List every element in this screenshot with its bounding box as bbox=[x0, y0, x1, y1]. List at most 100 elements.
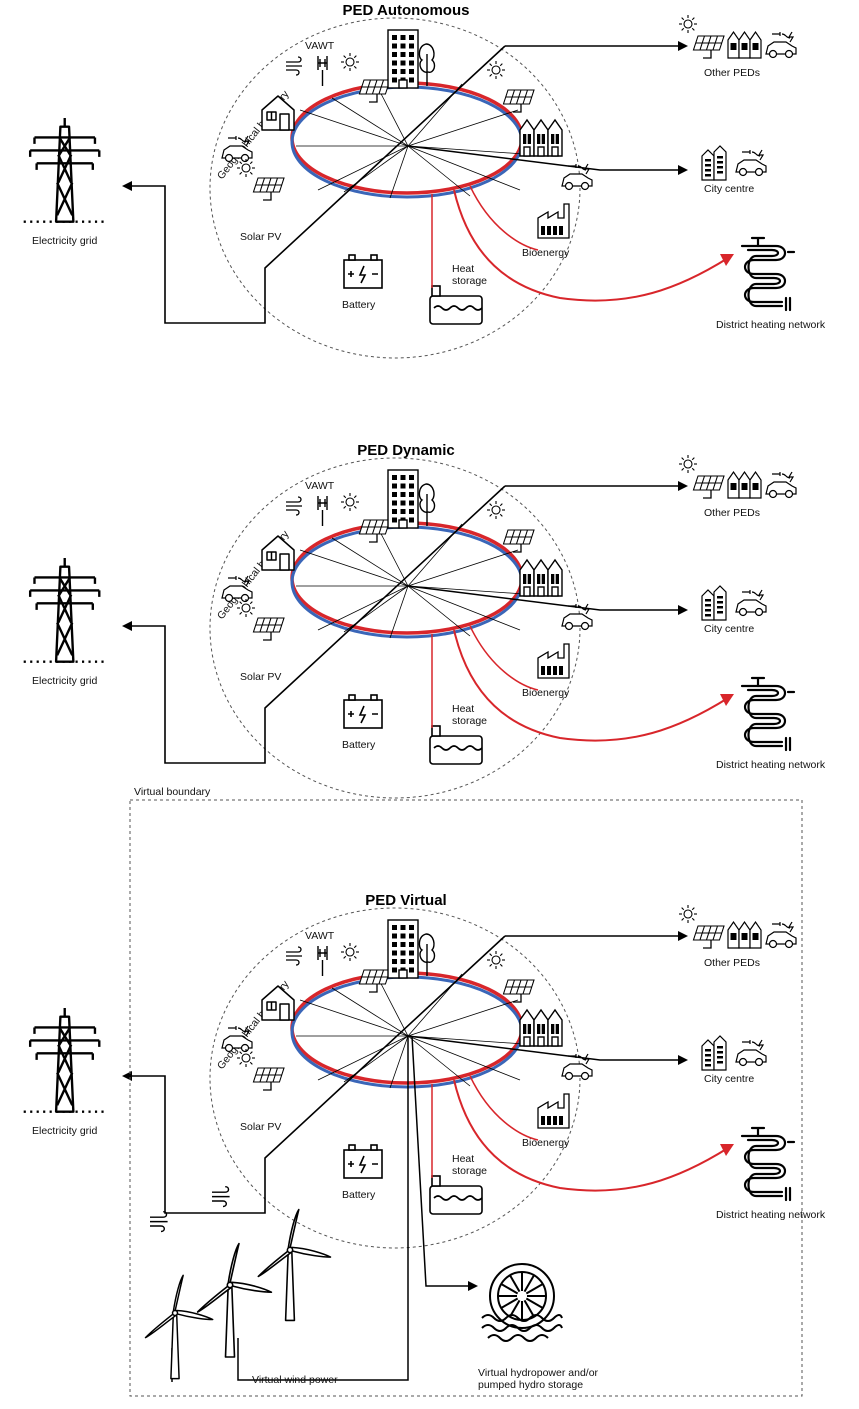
battery-icon bbox=[343, 254, 383, 289]
grid-arrowhead bbox=[122, 181, 132, 191]
heat-ring bbox=[290, 81, 524, 195]
wind-icon bbox=[212, 1185, 230, 1208]
solar-panel-icon bbox=[502, 529, 535, 545]
district-heating-label: District heating network bbox=[716, 759, 826, 771]
solar-panel-icon bbox=[358, 969, 391, 985]
heat-storage-line-2: storage bbox=[452, 1165, 487, 1177]
sun-icon bbox=[487, 501, 505, 519]
other-peds-houses-icon bbox=[727, 30, 762, 59]
district-heating-arrowhead bbox=[720, 1144, 734, 1156]
panel-title: PED Autonomous bbox=[343, 2, 470, 19]
battery-label: Battery bbox=[342, 1189, 376, 1201]
virtual-boundary-label: Virtual boundary bbox=[134, 786, 211, 798]
other-peds-label: Other PEDs bbox=[704, 507, 760, 519]
virtual-hydro-line-1: Virtual hydropower and/or bbox=[478, 1367, 599, 1379]
transmission-tower-icon bbox=[23, 1008, 106, 1113]
electric-car-icon bbox=[765, 921, 797, 949]
sun-icon bbox=[679, 15, 697, 33]
bioenergy-label: Bioenergy bbox=[522, 687, 570, 699]
wind-turbine-2-icon bbox=[196, 1242, 273, 1358]
district-heating-arrowhead bbox=[720, 694, 734, 706]
city-buildings-icon bbox=[701, 585, 727, 621]
bioenergy-plant-icon bbox=[537, 643, 570, 679]
vawt-turbine-icon bbox=[317, 946, 328, 976]
cool-ring bbox=[290, 525, 524, 639]
tree-icon bbox=[418, 933, 436, 976]
wind-icon bbox=[286, 56, 302, 76]
electric-car-icon bbox=[735, 149, 767, 177]
heat-storage-tank-icon bbox=[429, 1175, 483, 1215]
sun-icon bbox=[341, 493, 359, 511]
house-icon bbox=[261, 535, 295, 571]
battery-icon bbox=[343, 1144, 383, 1179]
vawt-label: VAWT bbox=[305, 930, 335, 942]
bioenergy-label: Bioenergy bbox=[522, 1137, 570, 1149]
wind-icon bbox=[150, 1210, 168, 1233]
wind-turbine-1-icon bbox=[144, 1274, 214, 1380]
sun-icon bbox=[487, 61, 505, 79]
geographical-boundary bbox=[209, 907, 581, 1249]
internal-connections bbox=[296, 83, 525, 199]
transmission-tower-icon bbox=[23, 558, 106, 663]
sun-icon bbox=[341, 943, 359, 961]
vawt-label: VAWT bbox=[305, 40, 335, 52]
row-houses-icon bbox=[519, 1008, 563, 1047]
sun-icon bbox=[237, 159, 255, 177]
solar-panel-icon bbox=[252, 1067, 285, 1083]
electric-car-icon bbox=[561, 603, 593, 631]
office-building-icon bbox=[387, 29, 419, 89]
district-heating-link bbox=[453, 1079, 729, 1192]
other-peds-houses-icon bbox=[727, 470, 762, 499]
house-icon bbox=[261, 95, 295, 131]
battery-label: Battery bbox=[342, 299, 376, 311]
transmission-tower-icon bbox=[23, 118, 106, 223]
solar-panel-icon bbox=[358, 79, 391, 95]
panel-title: PED Virtual bbox=[365, 892, 446, 909]
city-centre-arrowhead bbox=[678, 165, 688, 175]
city-buildings-icon bbox=[701, 1035, 727, 1071]
city-centre-label: City centre bbox=[704, 183, 754, 195]
solar-pv-label: Solar PV bbox=[240, 231, 281, 243]
solar-pv-label: Solar PV bbox=[240, 671, 281, 683]
grid-line bbox=[130, 45, 506, 324]
city-centre-arrowhead bbox=[678, 605, 688, 615]
cool-ring bbox=[290, 85, 524, 199]
virtual-wind-label: Virtual wind power bbox=[252, 1374, 338, 1386]
electricity-grid-label: Electricity grid bbox=[32, 675, 98, 687]
hydropower-wheel-icon bbox=[481, 1263, 563, 1342]
grid-arrowhead bbox=[122, 621, 132, 631]
virtual-hydro-arrowhead bbox=[468, 1281, 478, 1291]
electric-car-icon bbox=[221, 135, 253, 163]
solar-pv-label: Solar PV bbox=[240, 1121, 281, 1133]
virtual-hydro-line bbox=[411, 1035, 470, 1287]
solar-panel-icon bbox=[252, 177, 285, 193]
virtual-boundary bbox=[129, 799, 803, 1397]
district-heating-pipes-icon bbox=[740, 676, 796, 752]
vawt-turbine-icon bbox=[317, 56, 328, 86]
grid-line bbox=[130, 485, 506, 764]
row-houses-icon bbox=[519, 118, 563, 157]
wind-icon bbox=[286, 946, 302, 966]
tree-icon bbox=[418, 43, 436, 86]
district-heating-link bbox=[453, 629, 729, 742]
wind-icon bbox=[286, 496, 302, 516]
electric-car-icon bbox=[735, 1039, 767, 1067]
electricity-grid-label: Electricity grid bbox=[32, 235, 98, 247]
geographical-boundary bbox=[209, 17, 581, 359]
solar-panel-icon bbox=[692, 35, 725, 51]
grid-line bbox=[130, 935, 506, 1214]
solar-panel-icon bbox=[502, 89, 535, 105]
city-buildings-icon bbox=[701, 145, 727, 181]
bioenergy-plant-icon bbox=[537, 203, 570, 239]
row-houses-icon bbox=[519, 558, 563, 597]
heat-storage-tank-icon bbox=[429, 285, 483, 325]
battery-label: Battery bbox=[342, 739, 376, 751]
bioenergy-plant-icon bbox=[537, 1093, 570, 1129]
electric-car-icon bbox=[221, 1025, 253, 1053]
district-heating-label: District heating network bbox=[716, 1209, 826, 1221]
city-centre-label: City centre bbox=[704, 1073, 754, 1085]
